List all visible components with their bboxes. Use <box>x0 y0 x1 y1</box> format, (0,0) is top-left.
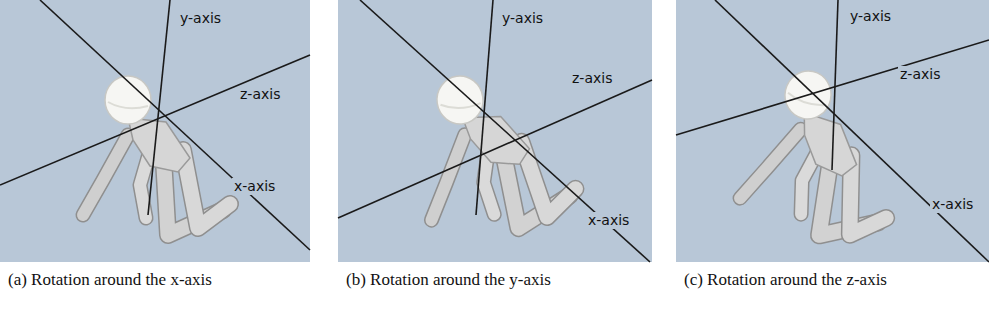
axis-label: x-axis <box>232 178 277 195</box>
caption: (a) Rotation around the x-axis <box>8 270 220 290</box>
axis-label: y-axis <box>178 10 223 27</box>
axis-label: z-axis <box>898 66 942 83</box>
panel-ground <box>338 0 652 262</box>
axis-label: y-axis <box>848 8 893 25</box>
axis-label: z-axis <box>238 86 282 103</box>
robot-figure <box>412 62 580 240</box>
panel-ground <box>676 0 989 262</box>
caption: (c) Rotation around the z-axis <box>684 270 896 290</box>
panel-ground <box>0 0 310 262</box>
axis-label: y-axis <box>500 10 545 27</box>
caption: (b) Rotation around the y-axis <box>346 270 558 290</box>
axis-label: x-axis <box>586 212 631 229</box>
axis-lines <box>0 0 310 250</box>
axis-lines <box>338 0 652 262</box>
axis-label: z-axis <box>570 70 614 87</box>
axis-label: x-axis <box>930 196 975 213</box>
axis-lines <box>676 0 989 262</box>
